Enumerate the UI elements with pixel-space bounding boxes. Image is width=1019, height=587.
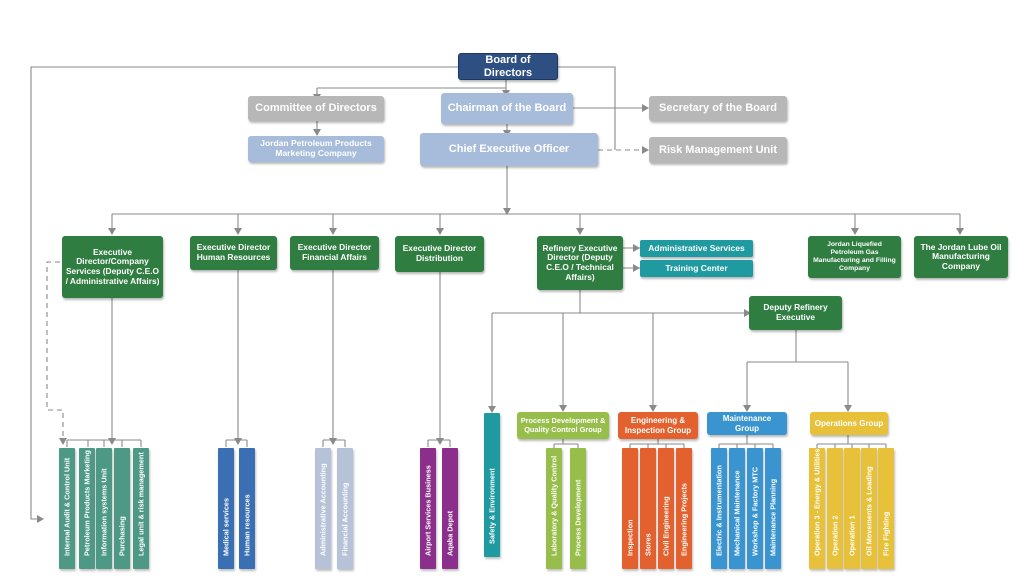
process-development-group[interactable]: Process Development & Quality Control Gr…: [517, 412, 609, 439]
maintenance-group[interactable]: Maintenance Group: [707, 412, 787, 435]
training-center[interactable]: Training Center: [640, 260, 753, 277]
exec-director-financial-affairs[interactable]: Executive Director Financial Affairs: [290, 236, 379, 270]
unit-stores[interactable]: Stores: [640, 448, 656, 569]
unit-aqaba-depot[interactable]: Aqaba Depot: [442, 448, 458, 569]
board-of-directors[interactable]: Board of Directors: [458, 53, 558, 80]
unit-airport-services[interactable]: Airport Services Business: [420, 448, 436, 569]
unit-operation-2[interactable]: Operation 2: [827, 448, 843, 569]
unit-civil-engineering[interactable]: Civil Engineering: [658, 448, 674, 569]
unit-information-systems[interactable]: Information systems Unit: [96, 448, 112, 569]
unit-petroleum-products-marketing[interactable]: Petroleum Products Marketing: [79, 448, 95, 569]
exec-director-human-resources[interactable]: Executive Director Human Resources: [190, 236, 277, 270]
unit-electric-instrumentation[interactable]: Electric & Instrumentation: [711, 448, 727, 569]
jordan-petroleum-products-marketing-company[interactable]: Jordan Petroleum Products Marketing Comp…: [248, 136, 384, 162]
exec-director-distribution[interactable]: Executive Director Distribution: [395, 236, 484, 272]
unit-financial-accounting[interactable]: Financial Accounting: [337, 448, 353, 569]
engineering-inspection-group[interactable]: Engineering & Inspection Group: [618, 412, 698, 439]
unit-process-development[interactable]: Process Development: [570, 448, 586, 569]
exec-director-company-services[interactable]: Executive Director/Company Services (Dep…: [62, 236, 163, 298]
unit-operation-3[interactable]: Operation 3 - Energy & Utilities: [809, 448, 825, 569]
jordan-lube-oil-company[interactable]: The Jordan Lube Oil Manufacturing Compan…: [914, 236, 1008, 278]
unit-mechanical-maintenance[interactable]: Mechanical Maintenance: [729, 448, 745, 569]
unit-maintenance-planning[interactable]: Maintenance Planning: [765, 448, 781, 569]
refinery-executive-director[interactable]: Refinery Executive Director (Deputy C.E.…: [537, 236, 623, 290]
unit-inspection[interactable]: Inspection: [622, 448, 638, 569]
unit-operation-1[interactable]: Operation 1: [844, 448, 860, 569]
chairman-of-the-board[interactable]: Chairman of the Board: [441, 93, 573, 124]
operations-group[interactable]: Operations Group: [810, 412, 888, 435]
unit-fire-fighting[interactable]: Fire Fighting: [878, 448, 894, 569]
administrative-services[interactable]: Administrative Services: [640, 240, 753, 257]
secretary-of-the-board[interactable]: Secretary of the Board: [649, 96, 787, 121]
unit-oil-movements-loading[interactable]: Oil Movements & Loading: [861, 448, 877, 569]
unit-engineering-projects[interactable]: Engineering Projects: [676, 448, 692, 569]
unit-workshop-factory-mtc[interactable]: Workshop & Factory MTC: [747, 448, 763, 569]
unit-legal-risk-management[interactable]: Legal unit & risk management: [133, 448, 149, 569]
jordan-lpg-company[interactable]: Jordan Liquefied Petroleum Gas Manufactu…: [808, 236, 901, 278]
unit-laboratory-quality-control[interactable]: Laboratory & Quality Control: [546, 448, 562, 569]
chief-executive-officer[interactable]: Chief Executive Officer: [420, 133, 598, 166]
unit-internal-audit[interactable]: Internal Audit & Control Unit: [59, 448, 75, 569]
unit-administrative-accounting[interactable]: Administrative Accounting: [315, 448, 331, 569]
unit-safety-environment[interactable]: Safety & Environment: [484, 413, 500, 557]
unit-human-resources[interactable]: Human resources: [239, 448, 255, 569]
deputy-refinery-executive[interactable]: Deputy Refinery Executive: [749, 296, 842, 330]
unit-purchasing[interactable]: Purchasing: [114, 448, 130, 569]
unit-medical-services[interactable]: Medical services: [218, 448, 234, 569]
committee-of-directors[interactable]: Committee of Directors: [248, 96, 384, 121]
risk-management-unit[interactable]: Risk Management Unit: [649, 137, 787, 163]
